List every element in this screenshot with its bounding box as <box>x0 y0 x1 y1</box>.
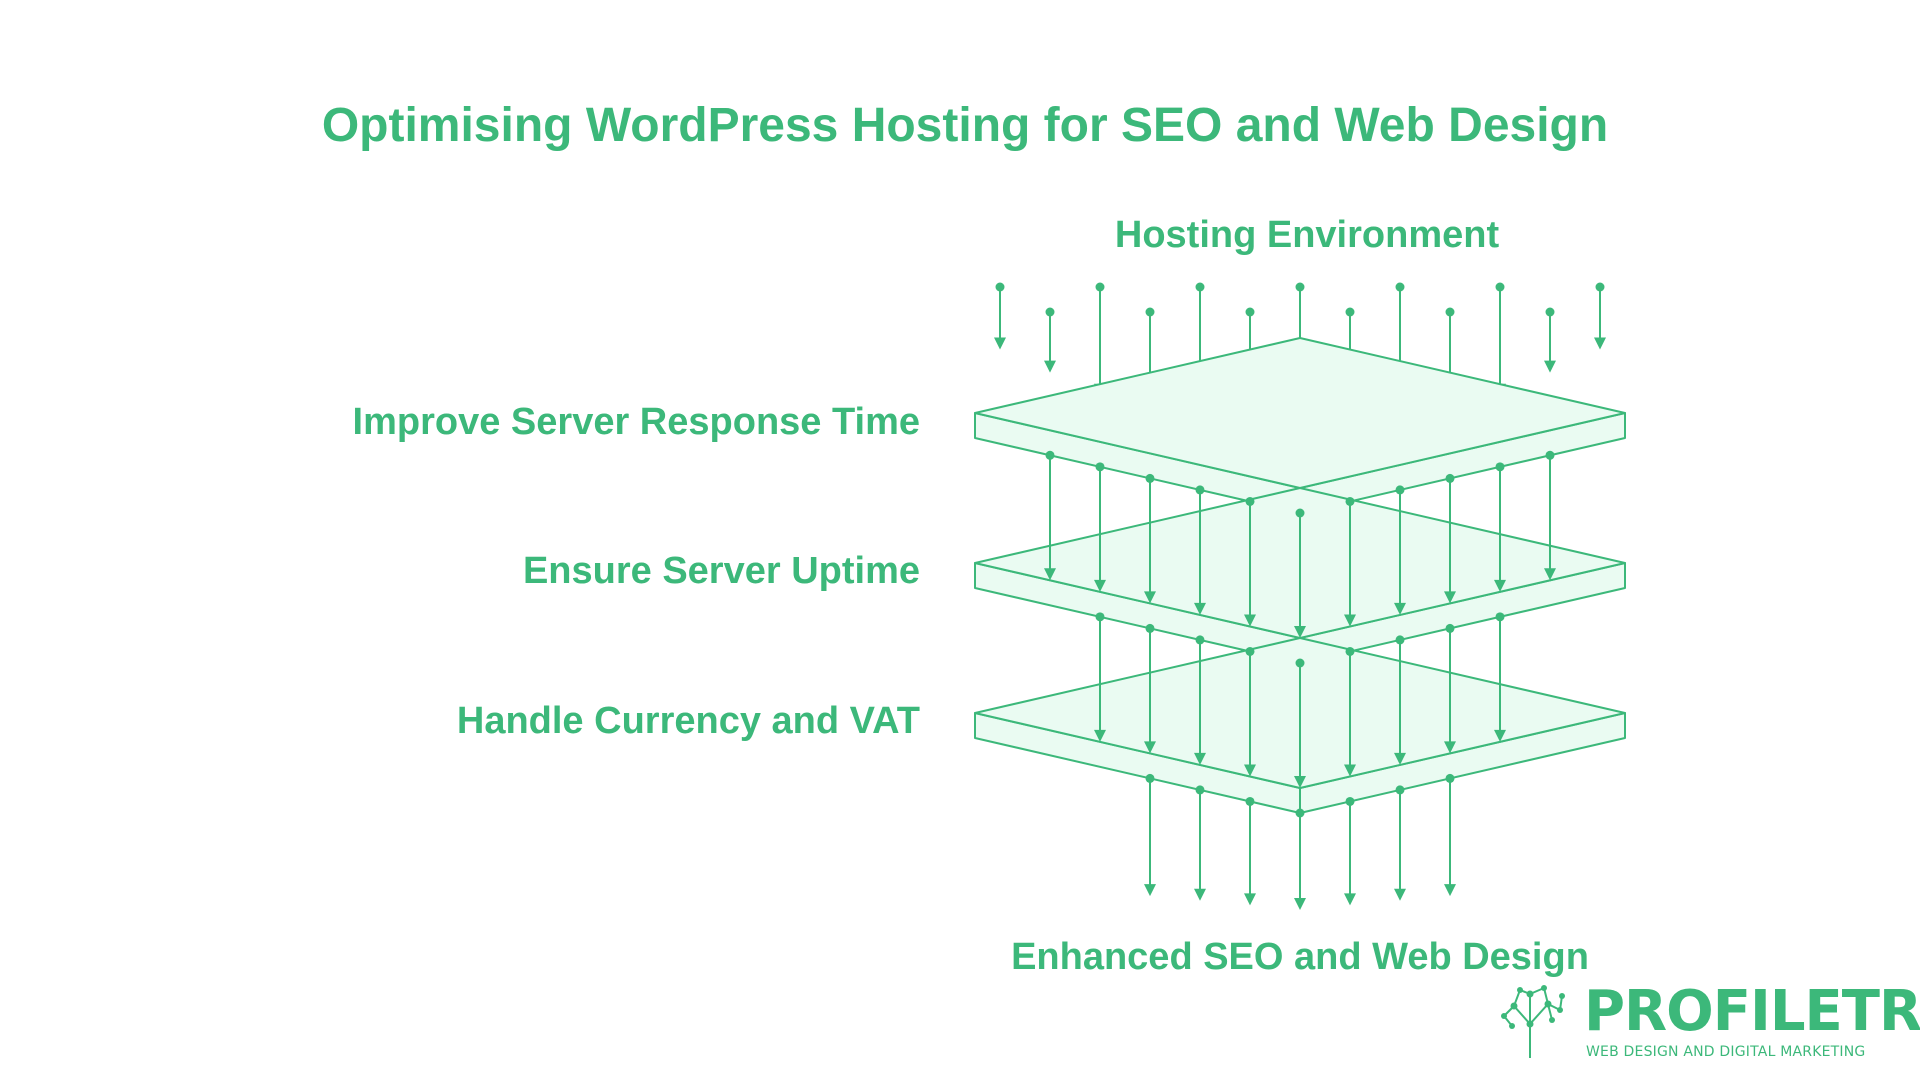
arrow-flow-1-8 <box>1394 485 1406 615</box>
logo-tagline: WEB DESIGN AND DIGITAL MARKETING <box>1586 1044 1866 1060</box>
arrow-flow-3-7 <box>1344 796 1356 906</box>
arrow-flow-2-9 <box>1444 623 1456 754</box>
tree-network-icon <box>1501 985 1565 1058</box>
layer-2-label: Ensure Server Uptime <box>522 550 920 592</box>
arrow-flow-1-4 <box>1194 485 1206 615</box>
arrow-flow-2-4 <box>1194 635 1206 765</box>
arrow-flow-3-9 <box>1444 773 1456 897</box>
arrow-flow-1-11 <box>1544 450 1556 581</box>
arrow-flow-1-7 <box>1344 496 1356 627</box>
arrow-flow-2-10 <box>1494 612 1506 742</box>
arrow-in-1 <box>1044 307 1056 373</box>
enhanced-seo-label: Enhanced SEO and Web Design <box>1011 936 1589 978</box>
arrow-flow-3-4 <box>1194 785 1206 901</box>
arrow-flow-3-5 <box>1244 796 1256 906</box>
arrow-flow-2-8 <box>1394 635 1406 765</box>
arrow-in-10 <box>1494 282 1506 396</box>
hosting-environment-label: Hosting Environment <box>1114 214 1500 256</box>
logo-name: PROFILETREE <box>1584 979 1920 1044</box>
arrow-flow-1-5 <box>1244 496 1256 627</box>
arrow-flow-1-2 <box>1094 462 1106 592</box>
arrow-flow-2-7 <box>1344 646 1356 777</box>
arrow-in-0 <box>994 282 1006 350</box>
arrow-in-12 <box>1594 282 1606 350</box>
layer-3-label: Handle Currency and VAT <box>456 700 920 742</box>
arrow-flow-1-3 <box>1144 473 1156 604</box>
arrow-in-2 <box>1094 282 1106 396</box>
page-title: Optimising WordPress Hosting for SEO and… <box>321 99 1609 152</box>
arrow-flow-1-6 <box>1294 508 1306 638</box>
layer-slab-1 <box>974 337 1626 514</box>
arrow-flow-3-3 <box>1144 773 1156 897</box>
layer-1-label: Improve Server Response Time <box>352 401 920 443</box>
arrow-flow-1-9 <box>1444 473 1456 604</box>
arrow-in-11 <box>1544 307 1556 373</box>
arrow-flow-2-2 <box>1094 612 1106 742</box>
arrow-flow-2-3 <box>1144 623 1156 754</box>
arrow-flow-1-1 <box>1044 450 1056 581</box>
arrow-flow-3-6 <box>1294 808 1306 910</box>
arrow-flow-1-10 <box>1494 462 1506 592</box>
arrow-flow-2-6 <box>1294 658 1306 788</box>
profiletree-logo: PROFILETREE WEB DESIGN AND DIGITAL MARKE… <box>1500 980 1920 1060</box>
arrow-flow-2-5 <box>1244 646 1256 777</box>
arrow-flow-3-8 <box>1394 785 1406 901</box>
